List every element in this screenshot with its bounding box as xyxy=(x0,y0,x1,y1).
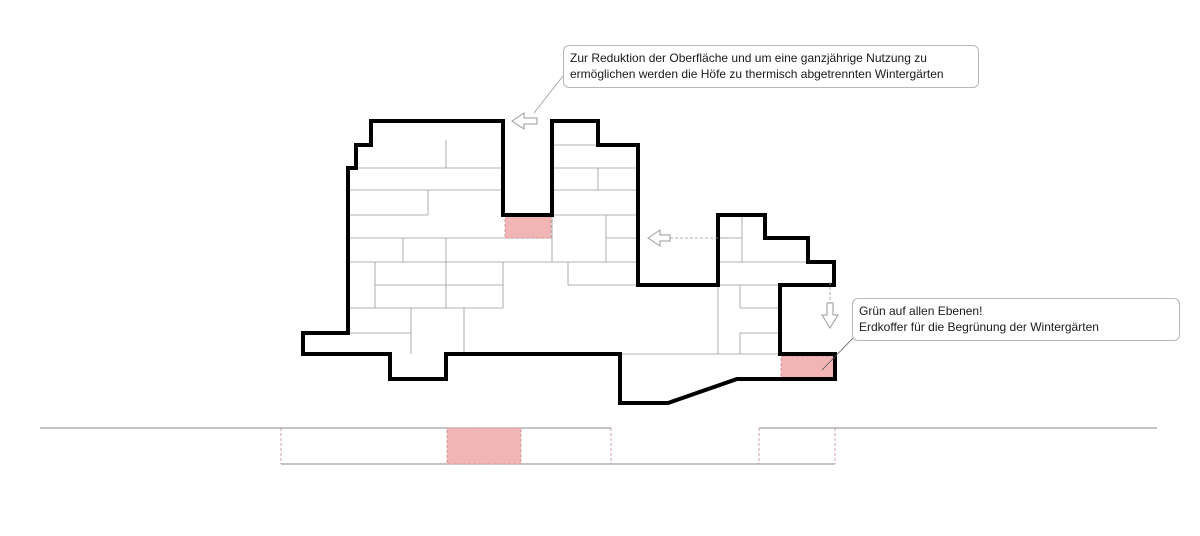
green-callout: Grün auf allen Ebenen! Erdkoffer für die… xyxy=(852,298,1180,341)
callout-leader-right xyxy=(821,335,856,371)
green-callout-line-2: Erdkoffer für die Begrünung der Wintergä… xyxy=(859,320,1099,334)
arrow-courtyard-top-icon xyxy=(511,112,538,130)
interior-partitions xyxy=(348,140,808,355)
arrow-down-green-icon xyxy=(821,302,839,329)
courtyard-callout: Zur Reduktion der Oberfläche und um eine… xyxy=(563,45,979,88)
courtyard-callout-line-1: Zur Reduktion der Oberfläche und um eine… xyxy=(570,51,927,65)
courtyard-callout-line-2: ermöglichen werden die Höfe zu thermisch… xyxy=(570,67,944,81)
ground-planting-block xyxy=(446,427,522,465)
building-outline xyxy=(301,119,837,405)
winter-garden-planting-right xyxy=(780,355,835,379)
callout-leader-top xyxy=(533,75,564,114)
winter-garden-planting-top xyxy=(504,215,552,239)
ground-section xyxy=(40,427,1157,465)
green-callout-line-1: Grün auf allen Ebenen! xyxy=(859,304,983,318)
arrow-courtyard-middle-icon xyxy=(647,229,671,247)
